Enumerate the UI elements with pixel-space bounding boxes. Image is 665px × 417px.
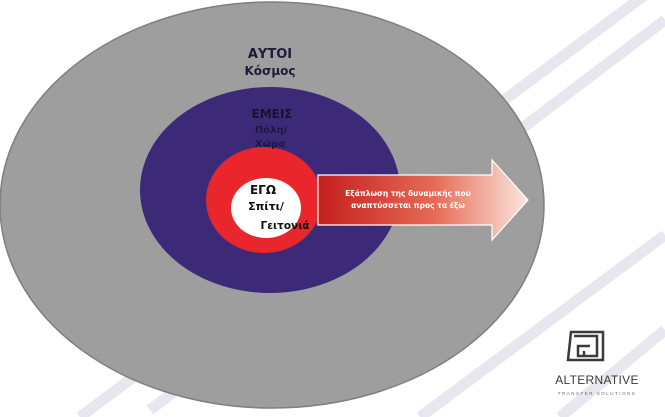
logo-mark-icon (566, 330, 605, 362)
core-subtitle-1: Σπίτι/ (248, 200, 285, 213)
core-circle (231, 178, 301, 238)
arrow-label-line2: αναπτύσσεται προς τα έξω (351, 201, 465, 210)
logo-tagline: TRANSFER SOLUTIONS (558, 391, 637, 396)
core-subtitle-2: Γειτονιά (261, 220, 310, 232)
middle-ring-title: ΕΜΕΙΣ (252, 107, 293, 121)
middle-ring-subtitle-1: Πόλη/ (255, 124, 288, 136)
arrow-label-line1: Εξάπλωση της δυναμικής που (345, 189, 471, 198)
expansion-arrow: Εξάπλωση της δυναμικής που αναπτύσσεται … (317, 158, 529, 242)
logo-wordmark: ALTERNATIVE (555, 373, 639, 387)
core-title: ΕΓΩ (250, 183, 276, 197)
outer-ring-title: ΑΥΤΟΙ (248, 47, 292, 62)
middle-ring-subtitle-2: Χώρα (255, 138, 286, 150)
outer-ring-subtitle: Κόσμος (244, 64, 295, 78)
alternative-logo: ALTERNATIVE TRANSFER SOLUTIONS (555, 330, 639, 396)
arrow-shape (317, 158, 529, 242)
